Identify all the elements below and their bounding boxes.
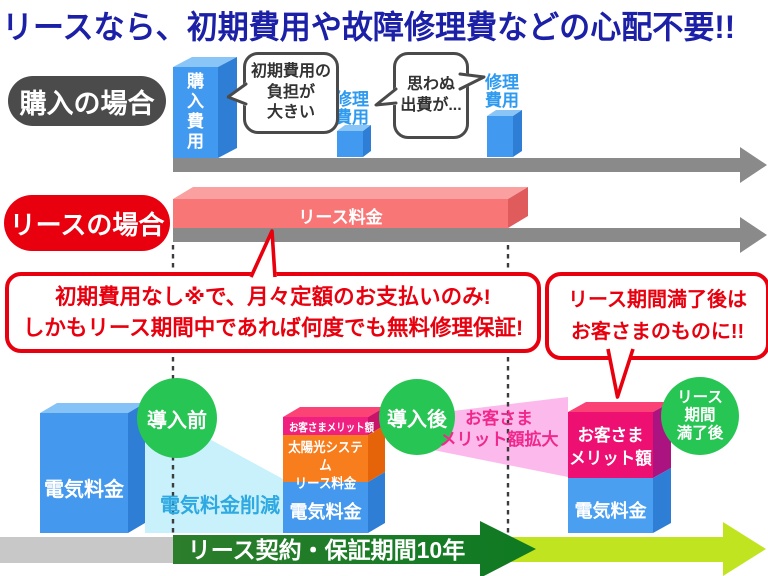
initial-cost-speech-bubble: 初期費用の 負担が 大きい: [243, 52, 339, 134]
before-electricity-label: 電気料金: [44, 479, 124, 501]
repair-cost-label-1: 修理費用: [335, 90, 369, 127]
before-electricity-bar: [40, 403, 145, 533]
purchase-time-arrow: [173, 147, 767, 183]
lease-end-circle-line: リース: [677, 389, 723, 407]
bubble-line: 出費が...: [400, 96, 462, 114]
purchase-cost-bar-label: 購入費用: [184, 72, 203, 152]
pre-lease-gray-band: [0, 537, 173, 563]
end-electricity-label: 電気料金: [574, 501, 647, 521]
main-callout-line2: しかもリース期間中であれば何度でも無料修理保証!: [22, 315, 524, 340]
bubble-line: 初期費用の: [250, 62, 331, 80]
page-title: リースなら、初期費用や故障修理費などの心配不要!!: [2, 9, 736, 45]
post-lease-chartreuse-arrow: [490, 522, 766, 576]
bubble-line: 思わぬ: [406, 75, 455, 93]
end-callout-line1: リース期間満了後は: [568, 289, 747, 311]
end-callout-box: リース期間満了後は お客さまのものに!!: [545, 272, 768, 360]
lease-end-circle-line: 期間: [684, 407, 716, 425]
lease-end-circle-line: 満了後: [676, 424, 724, 442]
bubble-line: 負担が: [266, 83, 315, 101]
before-introduction-circle: 導入前: [137, 378, 217, 458]
main-callout-tail: [249, 230, 277, 277]
end-merit-label: お客さま メリット額: [569, 426, 652, 468]
after-merit-strip-label: お客さまメリット額: [288, 422, 375, 434]
repair-cost-bar-2: [487, 110, 522, 157]
repair-cost-label-2: 修理費用: [485, 73, 519, 110]
repair-cost-bar-1: [337, 125, 371, 157]
electricity-savings-label: 電気料金削減: [160, 495, 280, 517]
solar-lease-fee-label: 太陽光システム リース料金: [288, 440, 363, 492]
lease-end-circle: リース 期間 満了後: [661, 377, 739, 455]
main-callout-line1: 初期費用なし※で、月々定額のお支払いのみ!: [55, 284, 491, 309]
after-electricity-label: 電気料金: [289, 502, 362, 522]
lease-fee-bar-label: リース料金: [298, 208, 383, 227]
unexpected-cost-speech-bubble: 思わぬ 出費が...: [393, 52, 469, 139]
purchase-case-label: 購入の場合: [8, 76, 166, 126]
lease-term-label: リース契約・保証期間10年: [187, 537, 466, 563]
main-callout-box: 初期費用なし※で、月々定額のお支払いのみ! しかもリース期間中であれば何度でも無…: [5, 272, 541, 353]
lease-case-label: リースの場合: [4, 195, 170, 251]
bubble-line: 大きい: [266, 104, 315, 122]
merit-expand-label: お客さま メリット額拡大: [439, 409, 559, 450]
end-callout-line2: お客さまのものに!!: [570, 321, 745, 343]
